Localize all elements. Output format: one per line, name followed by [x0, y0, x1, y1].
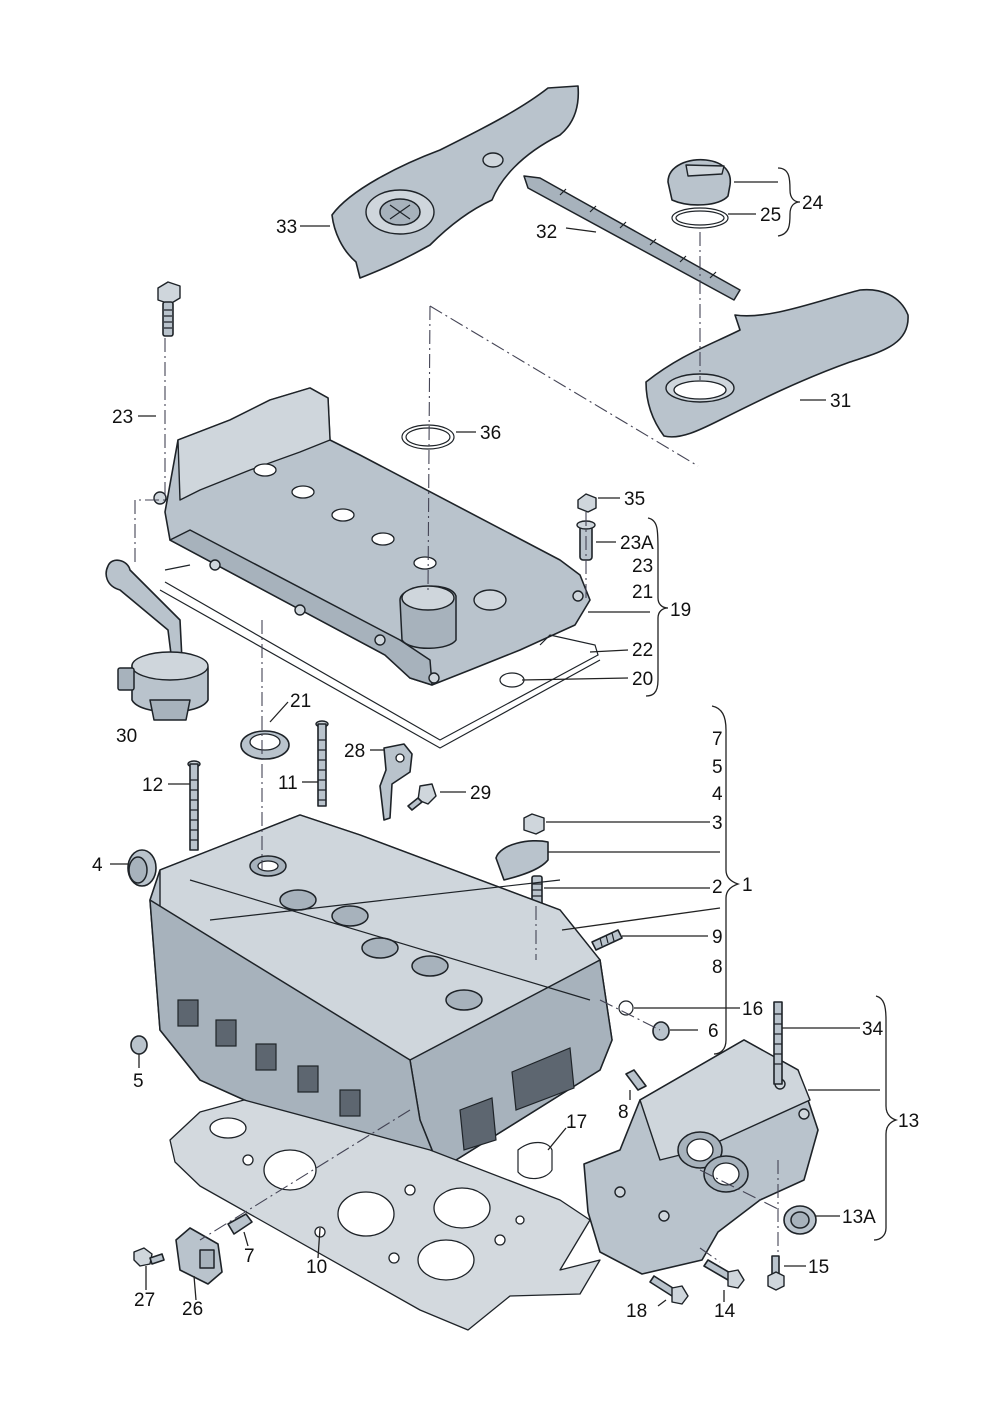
label-8-bottom: 8	[618, 1102, 629, 1123]
label-10: 10	[306, 1257, 327, 1278]
label-18: 18	[626, 1301, 647, 1322]
group-brackets	[645, 167, 899, 1241]
label-22: 22	[632, 640, 653, 661]
label-28: 28	[344, 741, 365, 762]
dowel-pin-8	[625, 1069, 647, 1091]
label-34: 34	[862, 1019, 884, 1040]
bracket-28	[379, 743, 413, 821]
label-7-bottom: 7	[244, 1246, 255, 1267]
label-5-left: 5	[133, 1071, 144, 1092]
label-26: 26	[182, 1299, 203, 1320]
label-21-top: 21	[632, 582, 653, 603]
label-21-left: 21	[290, 691, 311, 712]
plug-6	[652, 1021, 670, 1041]
label-13: 13	[898, 1111, 919, 1132]
label-35: 35	[624, 489, 645, 510]
label-9: 9	[712, 927, 723, 948]
part-labels: 33 32 24 25 31 36 23 35 23A 23 21 19 22 …	[92, 193, 919, 1322]
label-8-right: 8	[712, 957, 723, 978]
label-27: 27	[134, 1290, 155, 1311]
label-4-left: 4	[92, 855, 103, 876]
o-ring-36	[401, 424, 455, 450]
bolt-14	[703, 1259, 745, 1289]
label-12: 12	[142, 775, 163, 796]
label-17: 17	[566, 1112, 587, 1133]
seal-21	[240, 730, 290, 760]
bracket-26	[175, 1227, 223, 1285]
bolt-29	[407, 783, 437, 811]
dowel-pin-7	[227, 1213, 253, 1235]
bolt-18	[649, 1275, 689, 1305]
bolt-27	[133, 1247, 165, 1267]
leader-lines	[110, 181, 880, 1307]
label-2: 2	[712, 877, 723, 898]
label-23a: 23A	[620, 533, 654, 554]
label-33: 33	[276, 217, 297, 238]
label-24: 24	[802, 193, 824, 214]
seal-13a	[783, 1205, 817, 1235]
label-23-left: 23	[112, 407, 133, 428]
label-15: 15	[808, 1257, 829, 1278]
label-13a: 13A	[842, 1207, 876, 1228]
label-25: 25	[760, 205, 781, 226]
label-36: 36	[480, 423, 501, 444]
stud-9	[591, 929, 623, 951]
oil-filler-cap	[667, 158, 732, 229]
label-14: 14	[714, 1301, 736, 1322]
head-gasket	[169, 1099, 601, 1331]
label-31: 31	[830, 391, 851, 412]
label-29: 29	[470, 783, 491, 804]
clamp-1	[495, 813, 549, 907]
label-30: 30	[116, 726, 137, 747]
engine-cover-rear	[645, 288, 909, 438]
label-32: 32	[536, 222, 557, 243]
plug-4	[127, 849, 157, 887]
label-5-right: 5	[712, 757, 723, 778]
label-16: 16	[742, 999, 763, 1020]
stud-34	[773, 1001, 783, 1085]
label-23-right: 23	[632, 556, 653, 577]
label-20: 20	[632, 669, 653, 690]
bolt-23	[157, 281, 181, 337]
seal-strip	[523, 175, 741, 301]
bolt-12	[187, 760, 201, 851]
crankcase-breather	[105, 559, 209, 721]
bolt-11	[315, 720, 329, 807]
plug-5	[130, 1035, 148, 1055]
label-6: 6	[708, 1021, 719, 1042]
label-11: 11	[278, 773, 298, 794]
cylinder-head	[149, 814, 613, 1171]
nut-35	[576, 493, 597, 561]
alignment-lines	[134, 232, 781, 1263]
label-3: 3	[712, 813, 723, 834]
valve-cover-gasket	[164, 564, 599, 741]
rear-housing	[583, 1039, 819, 1275]
valve-cover	[153, 387, 591, 686]
seal-16	[618, 1000, 634, 1016]
label-7-right: 7	[712, 729, 723, 750]
label-19: 19	[670, 600, 691, 621]
bolt-15	[767, 1255, 785, 1291]
gasket-17	[517, 1141, 553, 1180]
label-4-right: 4	[712, 784, 723, 805]
label-1: 1	[742, 875, 753, 896]
engine-cover-front	[331, 85, 580, 279]
